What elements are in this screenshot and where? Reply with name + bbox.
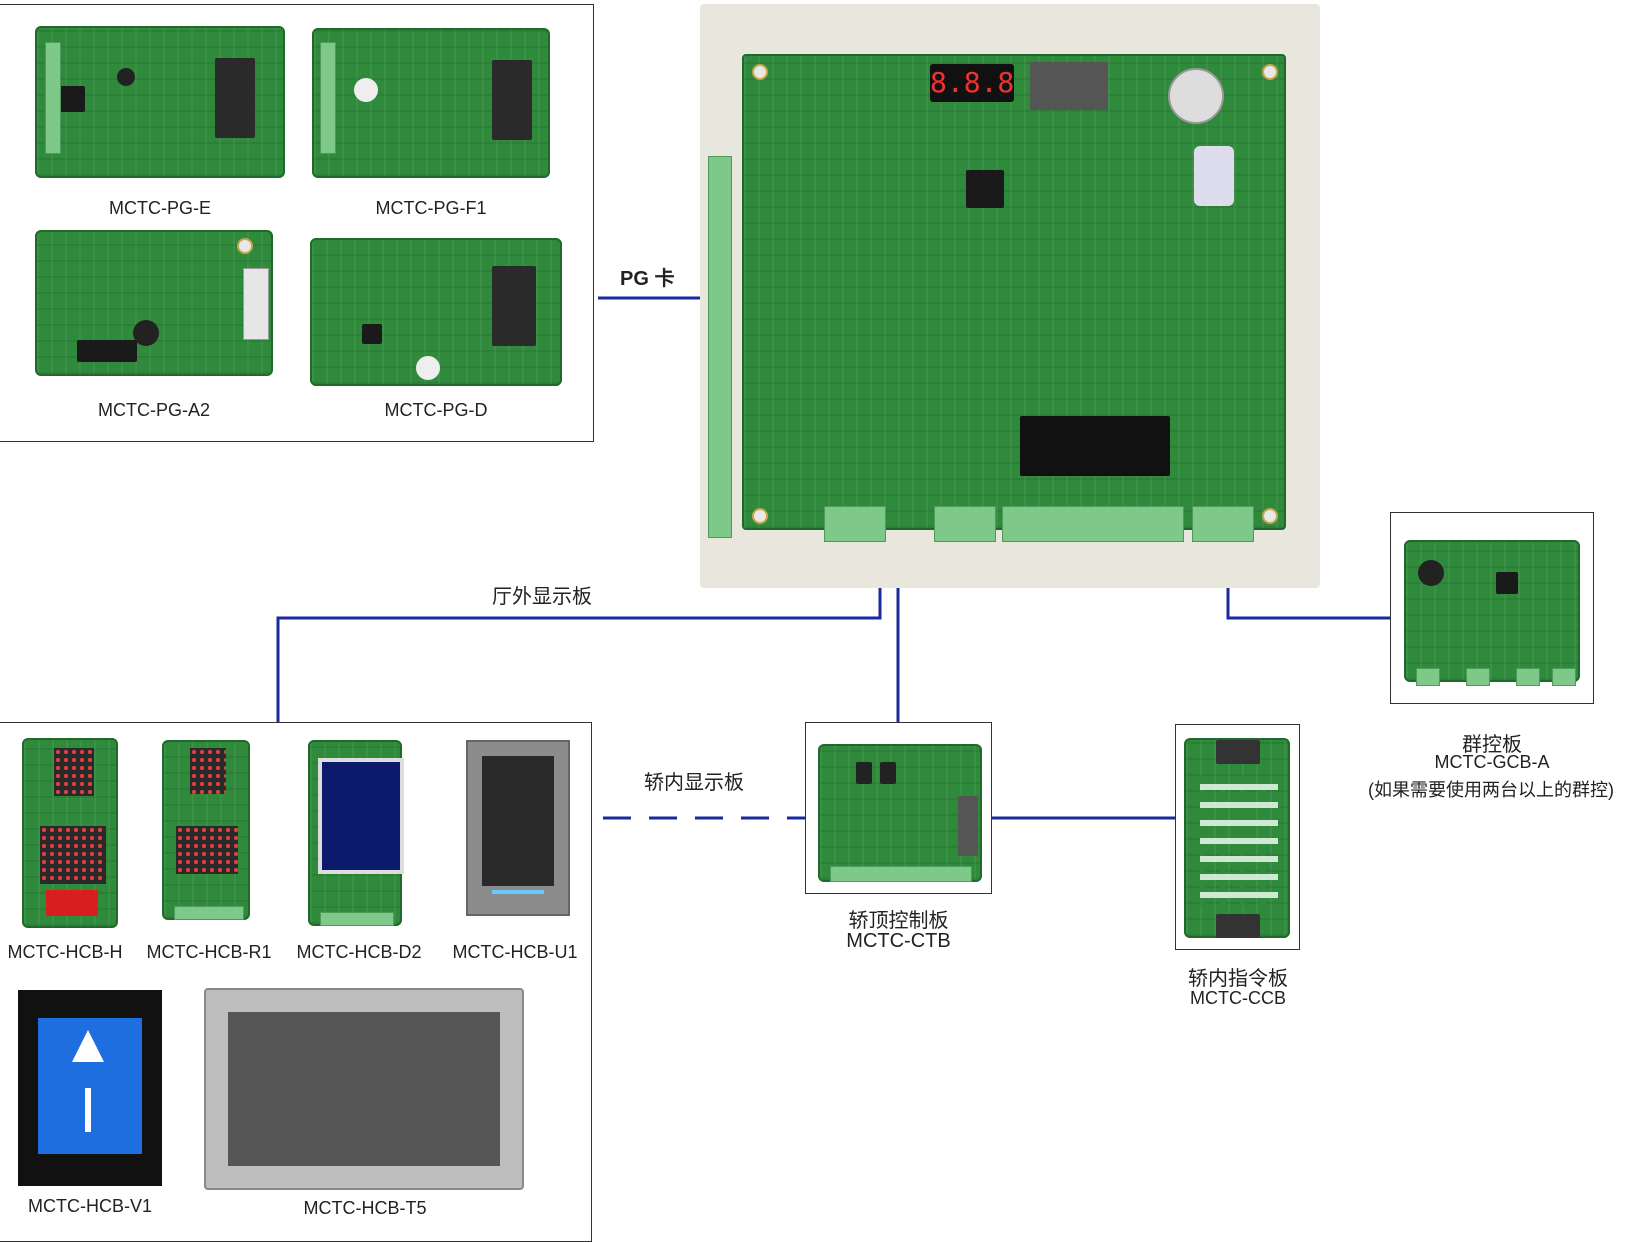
- hcb-t5-label: MCTC-HCB-T5: [303, 1198, 427, 1218]
- floor-digit-bar: [85, 1088, 91, 1132]
- gcb-board-image: [1404, 540, 1580, 686]
- hcb-u1-board-image: [466, 740, 570, 916]
- up-arrow-icon: [72, 1030, 104, 1062]
- pg-e-board-image: [35, 26, 285, 178]
- hcb-u1-label: MCTC-HCB-U1: [452, 942, 578, 962]
- ccb-model: MCTC-CCB: [1190, 988, 1286, 1008]
- hcb-d2-board-image: [308, 740, 404, 926]
- pg-d-board-image: [310, 238, 562, 386]
- hcb-t5-board-image: [204, 988, 524, 1190]
- pg-a2-board-image: [35, 230, 273, 376]
- ccb-title: 轿内指令板: [1188, 968, 1288, 990]
- hcb-v1-label: MCTC-HCB-V1: [28, 1196, 152, 1216]
- gcb-title: 群控板: [1462, 734, 1522, 756]
- digit-display: 8.8.8: [930, 64, 1014, 102]
- hcb-v1-board-image: [18, 990, 162, 1186]
- gcb-model: MCTC-GCB-A: [1434, 752, 1550, 772]
- hcb-r1-board-image: [162, 740, 250, 920]
- ctb-title: 轿顶控制板: [848, 910, 949, 932]
- pg-card-label: PG 卡: [620, 268, 675, 290]
- hcb-r1-label: MCTC-HCB-R1: [146, 942, 272, 962]
- hcb-d2-label: MCTC-HCB-D2: [296, 942, 422, 962]
- pg-f1-board-image: [312, 28, 550, 178]
- hcb-h-label: MCTC-HCB-H: [7, 942, 123, 962]
- hall-display-label: 厅外显示板: [492, 586, 592, 608]
- digit-display-text: 8.8.8: [930, 66, 1015, 99]
- pg-a2-label: MCTC-PG-A2: [98, 400, 210, 420]
- pg-d-label: MCTC-PG-D: [384, 400, 488, 420]
- gcb-note: (如果需要使用两台以上的群控): [1368, 780, 1614, 800]
- ccb-board-image: [1184, 738, 1290, 938]
- pg-f1-label: MCTC-PG-F1: [375, 198, 487, 218]
- car-display-label: 轿内显示板: [644, 772, 744, 794]
- ctb-model: MCTC-CTB: [846, 930, 951, 952]
- ctb-board-image: [818, 744, 982, 882]
- hcb-h-board-image: [22, 738, 118, 928]
- pg-e-label: MCTC-PG-E: [109, 198, 211, 218]
- main-control-board-image: 8.8.8: [708, 54, 1286, 542]
